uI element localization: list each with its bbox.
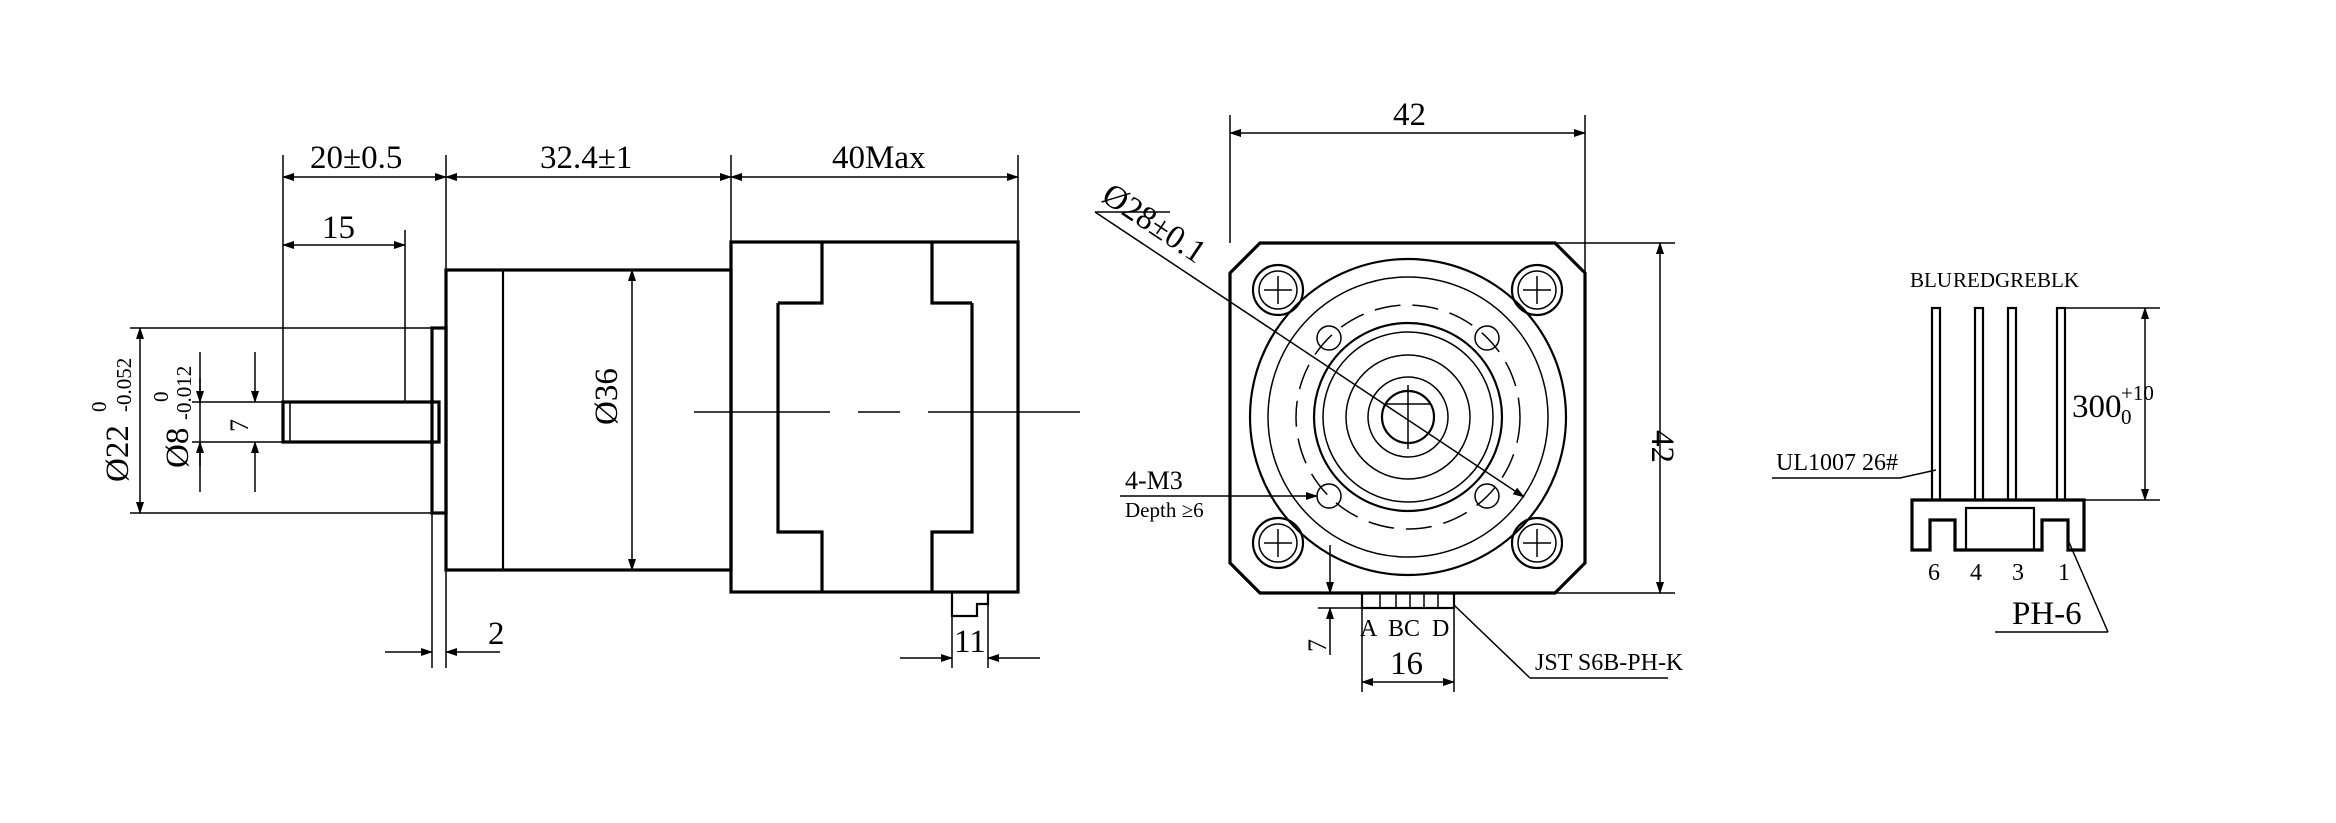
dim-shaft-dia-main-tol-upper: 0 bbox=[87, 402, 111, 413]
wires bbox=[1930, 306, 2067, 502]
corner-screw-bl bbox=[1251, 516, 1305, 570]
dim-shaft-dia-tol-upper: 0 bbox=[149, 392, 173, 403]
dim-connector-width: 16 bbox=[1390, 646, 1423, 682]
dim-shaft-dia: Ø8 bbox=[160, 428, 196, 468]
dim-width: 42 bbox=[1393, 97, 1426, 133]
wire-color-blk: BLK bbox=[2037, 268, 2079, 292]
wire-spec: UL1007 26# bbox=[1776, 450, 1898, 476]
connector-housing bbox=[1910, 498, 2086, 552]
holes-depth: Depth ≥6 bbox=[1125, 498, 1204, 522]
pilot-circle bbox=[1312, 321, 1504, 513]
connector-part: JST S6B-PH-K bbox=[1535, 650, 1684, 676]
dim-connector-height: 7 bbox=[1303, 639, 1332, 652]
dim-shaft-length: 20±0.5 bbox=[310, 140, 402, 176]
dim-shaft-dia-main-tol-lower: -0.052 bbox=[112, 358, 136, 412]
wire-color-gre: GRE bbox=[1995, 268, 2037, 292]
dim-connector: 11 bbox=[954, 624, 986, 660]
front-connector bbox=[1360, 591, 1456, 610]
outer-circle bbox=[1248, 257, 1568, 577]
corner-screw-tr bbox=[1510, 263, 1564, 317]
holes-label: 4-M3 bbox=[1125, 466, 1183, 495]
dim-body-length: 32.4±1 bbox=[540, 140, 632, 176]
wire-color-red: RED bbox=[1953, 268, 1995, 292]
housing-label: PH-6 bbox=[2012, 596, 2082, 632]
wire-length: 300 bbox=[2072, 389, 2122, 425]
motor-rear bbox=[729, 240, 1020, 594]
connector-pins: A BC D bbox=[1360, 616, 1449, 642]
wire-length-tol-upper: +10 bbox=[2121, 381, 2154, 405]
dim-motor-length: 40Max bbox=[832, 140, 926, 176]
dim-shaft-dia-main: Ø22 bbox=[100, 425, 136, 482]
connector-tab bbox=[950, 592, 990, 618]
wiring-diagram: BLU RED GRE BLK 6 4 3 1 300 +10 0 UL1007… bbox=[1772, 268, 2160, 633]
corner-screw-tl bbox=[1251, 263, 1305, 317]
shaft bbox=[281, 400, 441, 444]
dim-flat-depth: 7 bbox=[225, 419, 254, 432]
wire-color-blu: BLU bbox=[1910, 268, 1952, 292]
side-view: Ø36 20±0.5 32.4±1 40Max 15 Ø22 0 -0.052 … bbox=[87, 140, 1080, 668]
front-view: 42 42 Ø28±0.1 4-M3 Depth ≥6 A BC D 16 7 … bbox=[1094, 97, 1684, 692]
dim-shaft-dia-tol-lower: -0.012 bbox=[172, 366, 196, 420]
dim-shaft-flat: 15 bbox=[322, 210, 355, 246]
pin-4: 4 bbox=[1970, 560, 1982, 586]
wire-length-tol-lower: 0 bbox=[2121, 405, 2132, 429]
dim-height: 42 bbox=[1644, 430, 1680, 463]
pin-6: 6 bbox=[1928, 560, 1940, 586]
pin-1: 1 bbox=[2058, 560, 2070, 586]
dim-body-dia: Ø36 bbox=[589, 368, 625, 425]
dim-flange-thick: 2 bbox=[488, 616, 505, 652]
m3-holes bbox=[1316, 325, 1500, 509]
pin-3: 3 bbox=[2012, 560, 2024, 586]
motor-rear-profile bbox=[776, 242, 974, 592]
corner-screw-br bbox=[1510, 516, 1564, 570]
